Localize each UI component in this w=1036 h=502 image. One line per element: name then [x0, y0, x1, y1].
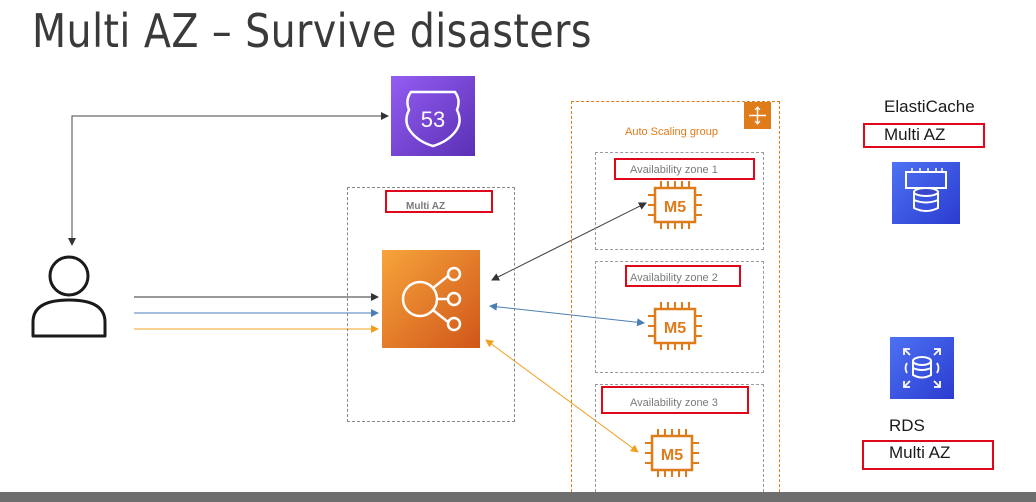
- route53-icon: 53: [405, 90, 461, 148]
- elasticache-highlight: [863, 123, 985, 148]
- ec2-m5-icon: M5: [648, 181, 702, 229]
- auto-scaling-icon: [744, 102, 771, 129]
- availability-zone-2: [595, 261, 764, 373]
- route53-service: 53: [391, 76, 475, 156]
- elb-region-label: Multi AZ: [406, 201, 446, 212]
- az3-label: Availability zone 3: [630, 397, 718, 409]
- rds-icon: [903, 348, 941, 388]
- elb-region: [347, 187, 515, 422]
- az3-highlight: [601, 386, 749, 414]
- title-clip: [0, 0, 1036, 8]
- elb-az1-arrow: [491, 202, 647, 281]
- ec2-m5-label: M5: [664, 199, 686, 216]
- elasticache-icon: [905, 168, 947, 212]
- az1-highlight: [614, 158, 755, 180]
- az1-label: Availability zone 1: [630, 164, 718, 176]
- availability-zone-1: [595, 152, 764, 250]
- load-balancer-service: [382, 250, 480, 348]
- user-route53-arrow: [68, 112, 389, 246]
- user-icon: [31, 255, 107, 338]
- rds-name: RDS: [889, 416, 925, 435]
- asg-label: Auto Scaling group: [625, 126, 718, 138]
- elb-region-highlight: [385, 190, 493, 213]
- rds-mode: Multi AZ: [889, 443, 951, 462]
- ec2-m5-label: M5: [664, 320, 686, 337]
- ec2-m5-icon: M5: [648, 302, 702, 350]
- elasticache-service: [892, 162, 960, 224]
- elb-az3-arrow: [485, 339, 639, 453]
- ec2-m5-label: M5: [661, 447, 683, 464]
- route53-label: 53: [421, 107, 445, 132]
- load-balancer-icon: [401, 266, 462, 332]
- az2-highlight: [625, 265, 741, 287]
- slide-title: Multi AZ – Survive disasters: [32, 4, 592, 58]
- elasticache-mode: Multi AZ: [884, 125, 946, 144]
- az2-label: Availability zone 2: [630, 272, 718, 284]
- elb-az2-arrow: [489, 302, 645, 327]
- ec2-m5-icon: M5: [645, 429, 699, 477]
- rds-service: [890, 337, 954, 399]
- bottom-bar: [0, 492, 1036, 502]
- rds-highlight: [862, 440, 994, 470]
- elasticache-name: ElastiCache: [884, 97, 975, 116]
